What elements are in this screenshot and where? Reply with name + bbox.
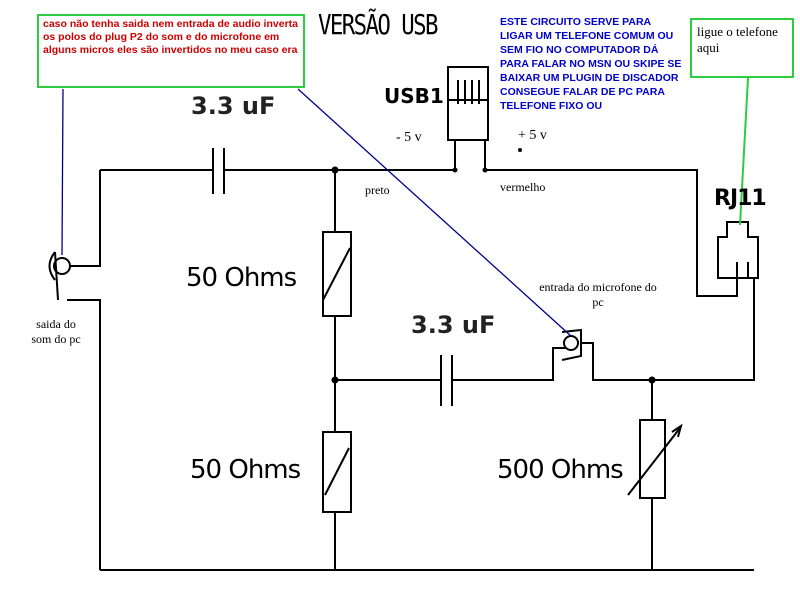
resistor-3-label: 500 Ohms — [497, 455, 624, 485]
pointer-to-sound-jack — [61, 88, 64, 256]
resistor-1 — [322, 231, 352, 317]
resistor-2-label: 50 Ohms — [190, 455, 301, 485]
pointer-to-mic-jack — [297, 88, 572, 337]
resistor-1-label: 50 Ohms — [186, 263, 297, 293]
mic-in-jack — [563, 335, 579, 351]
junction-top — [331, 166, 339, 174]
sound-out-jack — [53, 257, 71, 275]
middle-wire — [335, 347, 566, 381]
top-wire — [100, 169, 738, 297]
capacitor-1-label: 3.3 uF — [191, 92, 276, 120]
mic-wire — [581, 278, 755, 381]
rj11-label: RJ11 — [714, 186, 767, 211]
junction-mid — [331, 376, 339, 384]
minus-5v-label: - 5 v — [396, 130, 422, 145]
usb-label: USB1 — [384, 84, 444, 108]
circuit-description: ESTE CIRCUITO SERVE PARA LIGAR UM TELEFO… — [500, 16, 682, 112]
sound-output-label: saida do som do pc — [31, 317, 81, 346]
capacitor-2-label: 3.3 uF — [411, 311, 496, 339]
audio-polarity-note: caso não tenha saida nem entrada de audi… — [37, 14, 305, 88]
pointer-to-rj11 — [739, 77, 749, 226]
resistor-2 — [322, 431, 352, 513]
junction-right — [648, 376, 656, 384]
phone-connect-note: ligue o telefone aqui — [690, 18, 794, 78]
rj11-connector — [717, 221, 759, 279]
vermelho-label: vermelho — [500, 180, 546, 194]
plus-5v-label: + 5 v — [518, 128, 547, 143]
resistor-3 — [639, 419, 666, 499]
preto-label: preto — [365, 183, 390, 197]
left-bottom-wire — [67, 299, 101, 570]
left-wire — [70, 170, 101, 267]
diagram-title: VERSÃO USB — [318, 8, 438, 41]
mic-input-label: entrada do microfone do pc — [539, 280, 657, 309]
usb-connector — [447, 66, 489, 141]
